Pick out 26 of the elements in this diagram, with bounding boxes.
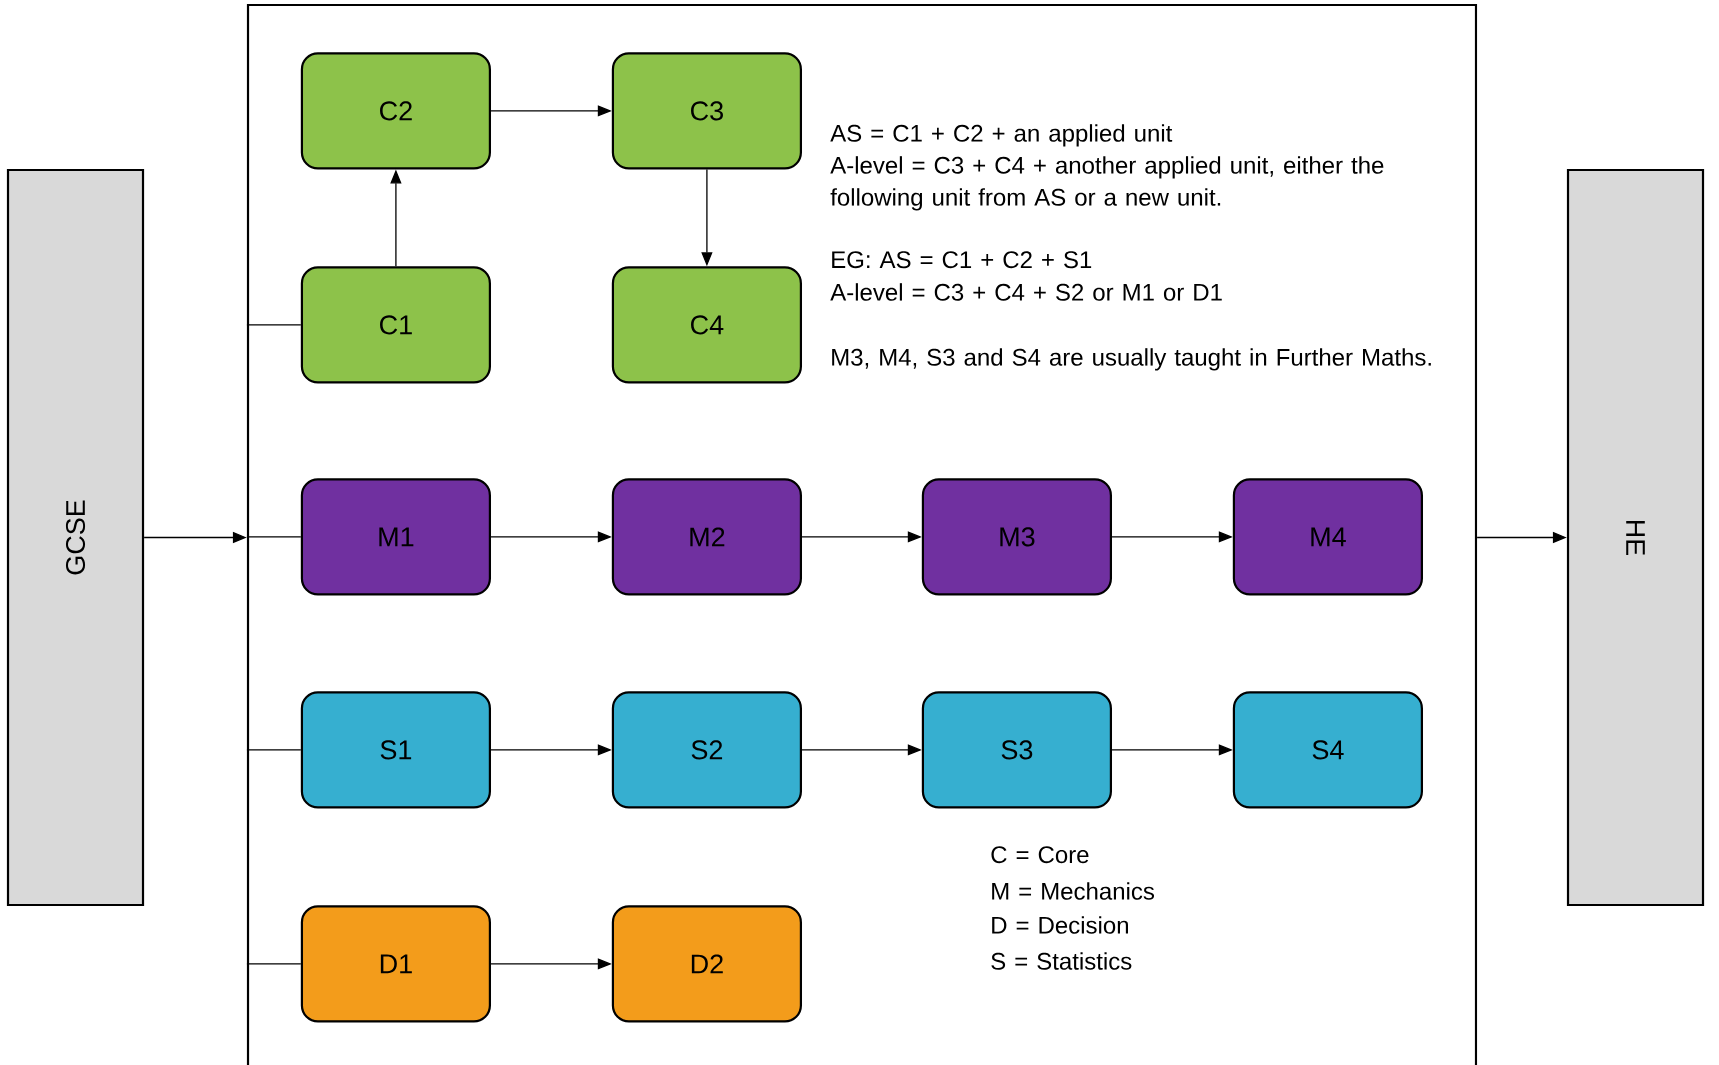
stage-box: HE [1566, 168, 1705, 907]
note-text: M = Mechanics [992, 882, 1155, 900]
unit-box: M3 [921, 478, 1112, 596]
unit-box: C4 [611, 266, 802, 384]
note-text: A-level = C3 + C4 + S2 or M1 or D1 [830, 283, 1222, 301]
note-text: D = Decision [992, 916, 1128, 934]
unit-box: M2 [611, 478, 802, 596]
note-text: EG: AS = C1 + C2 + S1 [832, 251, 1092, 269]
stage-box: GCSE [6, 168, 145, 907]
note-text: M3, M4, S3 and S4 are usually taught in Further Maths. [832, 348, 1431, 371]
unit-box: C2 [300, 52, 491, 170]
unit-box: S3 [921, 691, 1112, 809]
unit-box: C1 [300, 266, 491, 384]
unit-box: M4 [1232, 478, 1423, 596]
note-text: C = Core [991, 846, 1089, 864]
unit-box: D1 [300, 905, 491, 1023]
unit-box: S4 [1232, 691, 1423, 809]
note-text: AS = C1 + C2 + an applied unit [830, 124, 1173, 147]
unit-box: D2 [611, 905, 802, 1023]
unit-box: M1 [300, 478, 491, 596]
note-text: S = Statistics [991, 952, 1132, 970]
unit-box: S2 [611, 691, 802, 809]
note-text: A-level = C3 + C4 + another applied unit, either the following unit from AS or a new unit. [830, 156, 1384, 211]
unit-box: C3 [611, 52, 802, 170]
frame-box [246, 3, 1478, 1065]
unit-box: S1 [300, 691, 491, 809]
